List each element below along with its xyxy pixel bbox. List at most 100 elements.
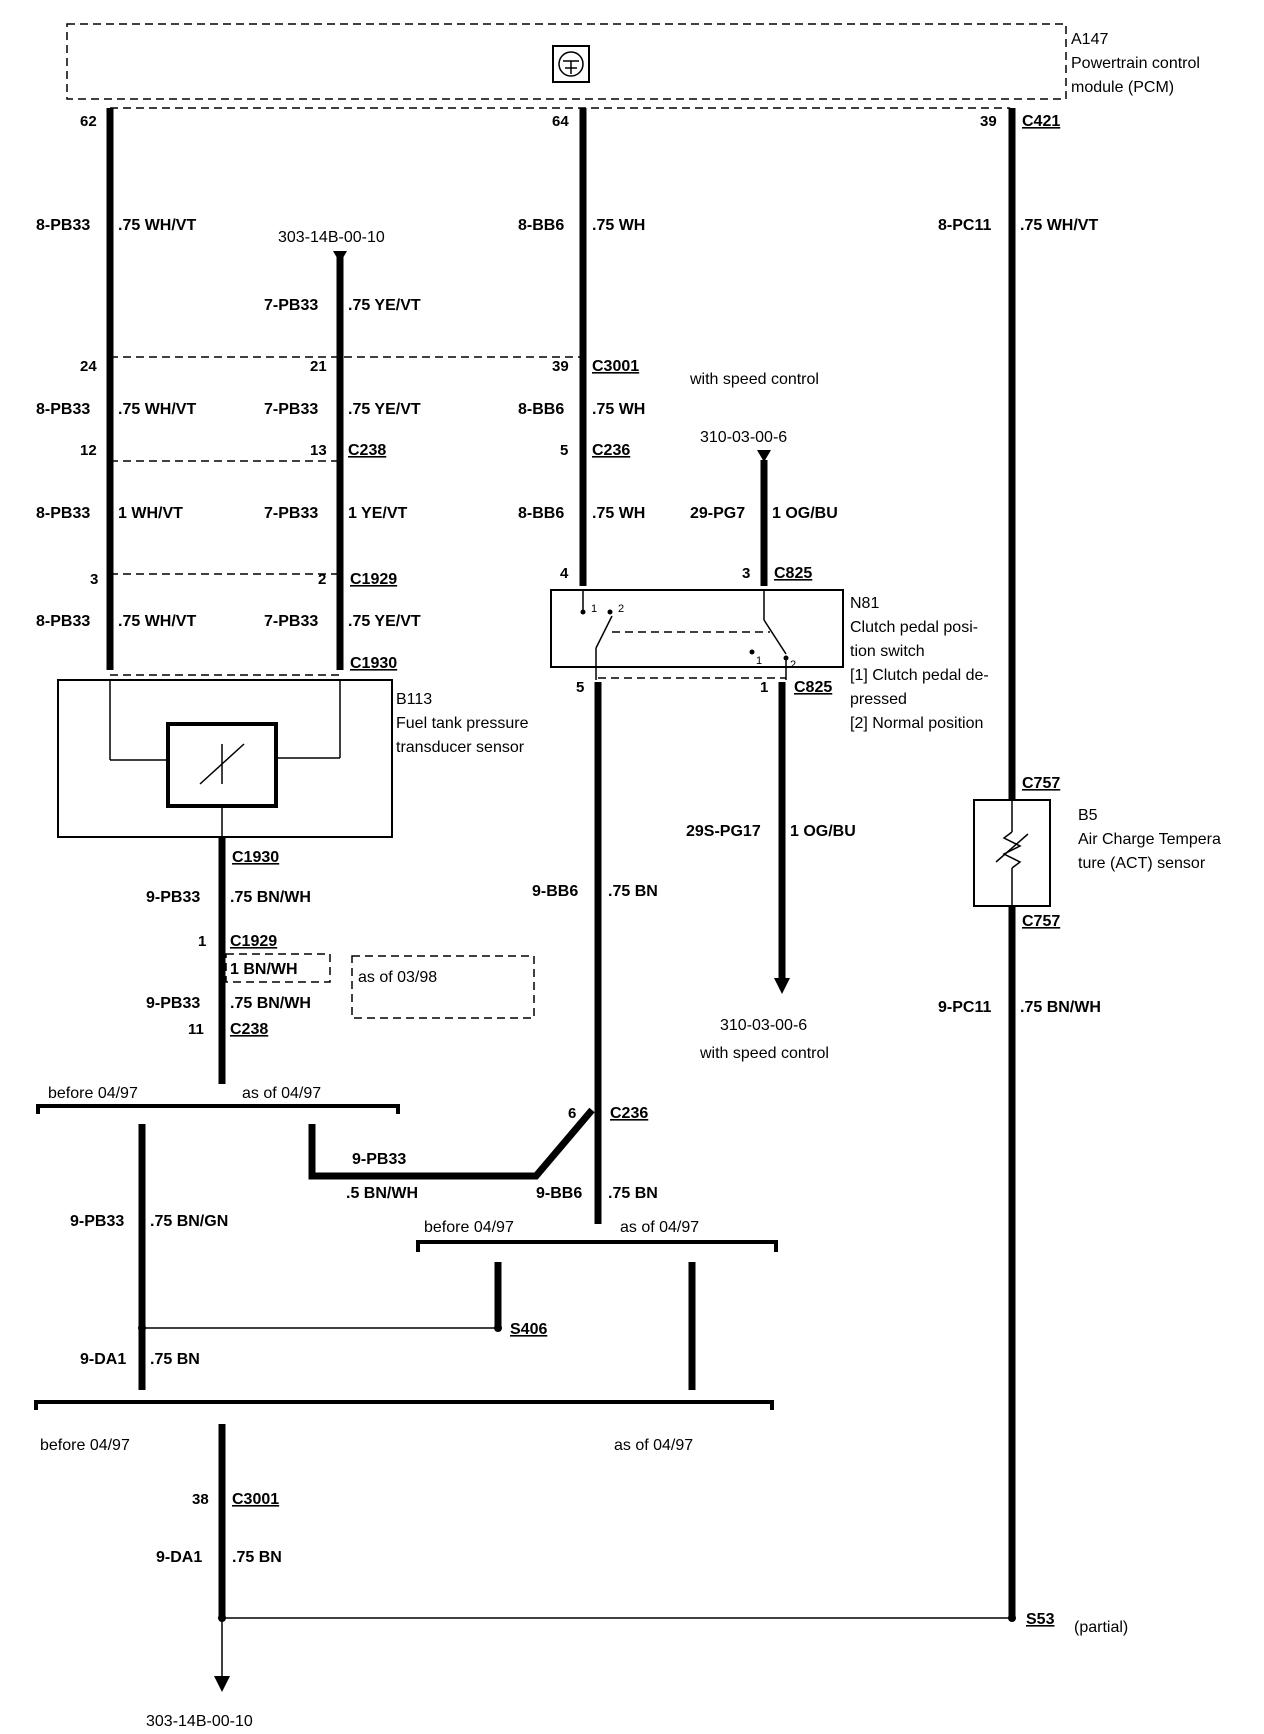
switch-contact-icon bbox=[763, 619, 787, 655]
svg-text:with speed control: with speed control bbox=[699, 1045, 829, 1062]
svg-text:9-DA1: 9-DA1 bbox=[156, 1549, 202, 1566]
svg-text:1: 1 bbox=[198, 933, 206, 950]
svg-text:9-BB6: 9-BB6 bbox=[532, 883, 578, 900]
svg-text:1: 1 bbox=[591, 603, 597, 615]
svg-text:1: 1 bbox=[756, 655, 762, 667]
svg-text:C1929: C1929 bbox=[350, 571, 397, 588]
svg-text:.75 WH/VT: .75 WH/VT bbox=[1020, 217, 1098, 234]
svg-text:11: 11 bbox=[188, 1021, 204, 1038]
svg-text:29-PG7: 29-PG7 bbox=[690, 505, 745, 522]
svg-text:.75 WH: .75 WH bbox=[592, 401, 645, 418]
svg-text:ture (ACT) sensor: ture (ACT) sensor bbox=[1078, 855, 1206, 872]
svg-text:[2] Normal position: [2] Normal position bbox=[850, 715, 983, 732]
svg-text:1 WH/VT: 1 WH/VT bbox=[118, 505, 183, 522]
pin-64: 64 bbox=[552, 113, 569, 130]
svg-text:6: 6 bbox=[568, 1105, 576, 1122]
svg-text:3: 3 bbox=[742, 565, 750, 582]
arrow-down-icon bbox=[757, 450, 771, 462]
svg-text:9-DA1: 9-DA1 bbox=[80, 1351, 126, 1368]
ref-bottom: 303-14B-00-10 bbox=[146, 1713, 253, 1730]
svg-text:as of 03/98: as of 03/98 bbox=[358, 969, 437, 986]
svg-text:Clutch pedal posi-: Clutch pedal posi- bbox=[850, 619, 978, 636]
svg-text:.75 WH: .75 WH bbox=[592, 217, 645, 234]
pcm-module: A147 Powertrain control module (PCM) bbox=[66, 23, 1200, 100]
svg-text:before 04/97: before 04/97 bbox=[40, 1437, 130, 1454]
svg-text:.75 BN: .75 BN bbox=[608, 1185, 658, 1202]
svg-text:tion switch: tion switch bbox=[850, 643, 925, 660]
svg-text:B113: B113 bbox=[396, 691, 432, 708]
thermistor-icon bbox=[1002, 831, 1022, 869]
svg-text:C1929: C1929 bbox=[230, 933, 277, 950]
svg-text:C238: C238 bbox=[348, 442, 386, 459]
svg-text:7-PB33: 7-PB33 bbox=[264, 505, 318, 522]
pcm-name-2: module (PCM) bbox=[1071, 79, 1174, 96]
n81-switch: 1 2 1 2 N81 Clutch pedal posi- tion swit… bbox=[550, 589, 989, 732]
arrow-down-icon bbox=[214, 1676, 230, 1692]
svg-text:.75 YE/VT: .75 YE/VT bbox=[348, 297, 421, 314]
ref-top-left: 303-14B-00-10 bbox=[278, 229, 385, 246]
svg-text:.75 WH: .75 WH bbox=[592, 505, 645, 522]
svg-text:pressed: pressed bbox=[850, 691, 907, 708]
svg-text:C1930: C1930 bbox=[232, 849, 279, 866]
svg-text:C3001: C3001 bbox=[232, 1491, 279, 1508]
pcm-boundary bbox=[66, 23, 1067, 100]
svg-text:.5 BN/WH: .5 BN/WH bbox=[346, 1185, 418, 1202]
svg-text:N81: N81 bbox=[850, 595, 879, 612]
svg-text:as of 04/97: as of 04/97 bbox=[614, 1437, 693, 1454]
ref-mid-top: 310-03-00-6 bbox=[700, 429, 787, 446]
svg-text:.75 YE/VT: .75 YE/VT bbox=[348, 613, 421, 630]
svg-text:8-PB33: 8-PB33 bbox=[36, 401, 90, 418]
b5-sensor: B5 Air Charge Tempera ture (ACT) sensor bbox=[973, 799, 1221, 907]
svg-text:9-PB33: 9-PB33 bbox=[352, 1151, 406, 1168]
transistor-icon bbox=[558, 51, 584, 77]
svg-text:with speed control: with speed control bbox=[689, 371, 819, 388]
svg-text:5: 5 bbox=[576, 679, 584, 696]
svg-text:as of 04/97: as of 04/97 bbox=[620, 1219, 699, 1236]
svg-text:.75 BN/WH: .75 BN/WH bbox=[230, 995, 311, 1012]
svg-text:8-PB33: 8-PB33 bbox=[36, 217, 90, 234]
svg-text:[1] Clutch pedal de-: [1] Clutch pedal de- bbox=[850, 667, 989, 684]
svg-text:8-PC11: 8-PC11 bbox=[938, 217, 991, 234]
svg-text:B5: B5 bbox=[1078, 807, 1098, 824]
svg-text:.75 BN/WH: .75 BN/WH bbox=[1020, 999, 1101, 1016]
svg-text:24: 24 bbox=[80, 358, 97, 375]
svg-text:C825: C825 bbox=[794, 679, 832, 696]
svg-text:2: 2 bbox=[790, 659, 796, 671]
svg-text:Air Charge Tempera: Air Charge Tempera bbox=[1078, 831, 1221, 848]
svg-text:.75 WH/VT: .75 WH/VT bbox=[118, 217, 196, 234]
svg-text:(partial): (partial) bbox=[1074, 1619, 1128, 1636]
svg-text:9-PB33: 9-PB33 bbox=[146, 995, 200, 1012]
svg-text:.75 BN: .75 BN bbox=[608, 883, 658, 900]
svg-text:.75 BN/WH: .75 BN/WH bbox=[230, 889, 311, 906]
svg-text:C825: C825 bbox=[774, 565, 812, 582]
svg-text:9-BB6: 9-BB6 bbox=[536, 1185, 582, 1202]
svg-text:29S-PG17: 29S-PG17 bbox=[686, 823, 761, 840]
pin-62: 62 bbox=[80, 113, 97, 130]
svg-text:transducer sensor: transducer sensor bbox=[396, 739, 525, 756]
svg-text:.75 BN: .75 BN bbox=[150, 1351, 200, 1368]
splice-s406: S406 bbox=[510, 1321, 547, 1338]
svg-text:C757: C757 bbox=[1022, 913, 1060, 930]
svg-text:.75 BN: .75 BN bbox=[232, 1549, 282, 1566]
svg-text:.75 WH/VT: .75 WH/VT bbox=[118, 613, 196, 630]
svg-text:1 YE/VT: 1 YE/VT bbox=[348, 505, 408, 522]
svg-text:C757: C757 bbox=[1022, 775, 1060, 792]
n81-box bbox=[550, 589, 844, 668]
svg-text:8-PB33: 8-PB33 bbox=[36, 613, 90, 630]
svg-text:13: 13 bbox=[310, 442, 327, 459]
svg-text:7-PB33: 7-PB33 bbox=[264, 401, 318, 418]
svg-text:9-PC11: 9-PC11 bbox=[938, 999, 991, 1016]
connector-c3001: C3001 bbox=[592, 358, 639, 375]
svg-text:9-PB33: 9-PB33 bbox=[70, 1213, 124, 1230]
svg-text:C238: C238 bbox=[230, 1021, 268, 1038]
connector-c421: C421 bbox=[1022, 113, 1060, 130]
svg-text:before 04/97: before 04/97 bbox=[424, 1219, 514, 1236]
svg-text:8-BB6: 8-BB6 bbox=[518, 217, 564, 234]
variant-brace bbox=[416, 1240, 778, 1252]
svg-text:8-PB33: 8-PB33 bbox=[36, 505, 90, 522]
pin-39: 39 bbox=[980, 113, 997, 130]
svg-text:21: 21 bbox=[310, 358, 327, 375]
svg-text:8-BB6: 8-BB6 bbox=[518, 401, 564, 418]
b113-sensor: B113 Fuel tank pressure transducer senso… bbox=[57, 679, 529, 838]
